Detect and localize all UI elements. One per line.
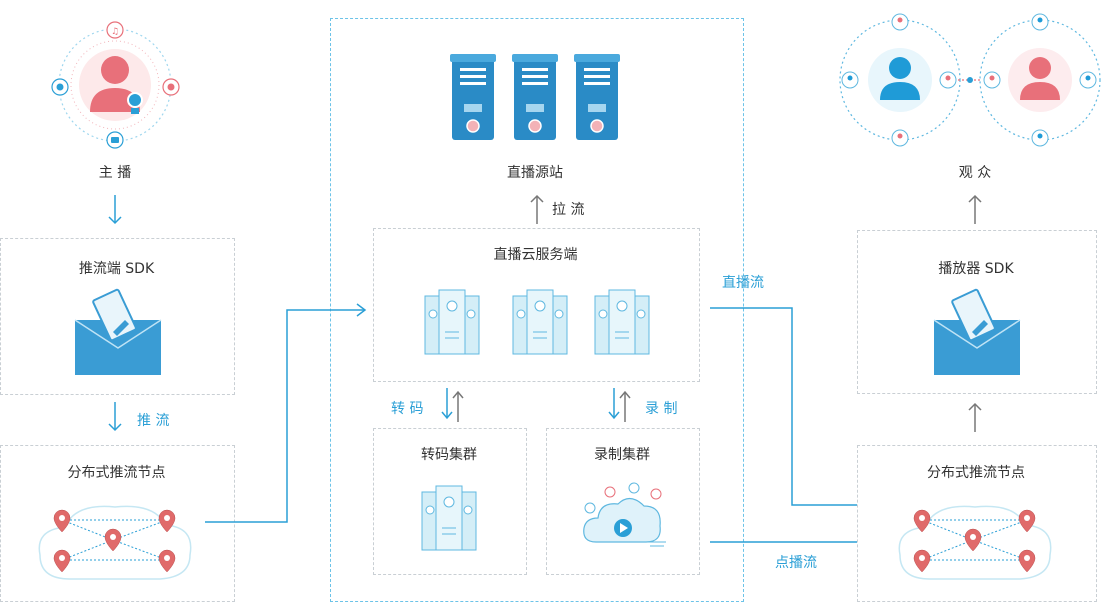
right-nodes-box: [857, 445, 1097, 602]
audience-label: 观 众: [958, 165, 992, 181]
record-label: 录 制: [645, 401, 678, 417]
sdk-box-icon: [933, 288, 1021, 375]
bidirectional-arrow-icon: [608, 388, 631, 422]
arrow-up-icon: [968, 402, 982, 432]
svg-text:♫: ♫: [111, 27, 119, 37]
cluster-servers-icon: [424, 289, 650, 355]
left-nodes-box: [0, 445, 235, 602]
bidirectional-arrow-icon: [441, 388, 464, 422]
push-sdk-title: 推流端 SDK: [78, 261, 155, 277]
origin-servers-icon: [450, 54, 620, 140]
transcode-label: 转 码: [391, 401, 424, 417]
player-sdk-title: 播放器 SDK: [938, 261, 1014, 277]
sdk-box-icon: [74, 288, 162, 375]
audience-icon: [839, 13, 1101, 147]
nodes-network-icon: [898, 505, 1052, 580]
vod-stream-label: 点播流: [775, 555, 817, 571]
nodes-network-icon: [38, 505, 192, 580]
arrow-up-icon: [968, 194, 982, 224]
broadcaster-icon: ♫: [51, 21, 180, 149]
cloud-video-icon: [583, 482, 666, 547]
left-nodes-title: 分布式推流节点: [67, 465, 166, 481]
cluster-servers-icon: [421, 485, 477, 551]
broadcaster-label: 主 播: [98, 165, 132, 181]
arrow-up-icon: [530, 194, 544, 224]
push-stream-label: 推 流: [137, 413, 170, 429]
cloud-service-title: 直播云服务端: [493, 247, 578, 263]
live-stream-label: 直播流: [722, 275, 764, 291]
transcode-cluster-title: 转码集群: [421, 447, 477, 463]
arrow-down-icon: [108, 402, 122, 432]
record-cluster-title: 录制集群: [594, 447, 650, 463]
pull-stream-label: 拉 流: [552, 202, 585, 218]
origin-title: 直播源站: [507, 165, 563, 181]
right-nodes-title: 分布式推流节点: [927, 465, 1025, 481]
arrow-down-icon: [108, 195, 122, 225]
